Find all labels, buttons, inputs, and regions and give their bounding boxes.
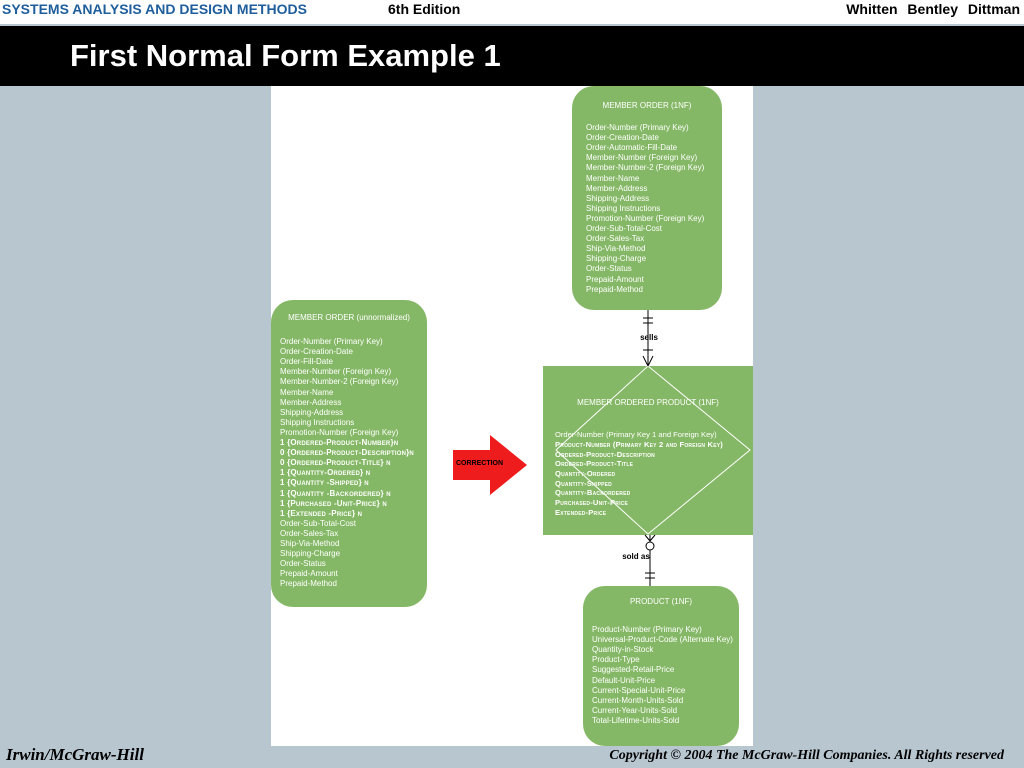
attribute: Prepaid-Amount	[280, 569, 338, 579]
correction-arrow	[453, 435, 527, 495]
repeating-group-attribute: 0 {Ordered-Product-Title} n	[280, 458, 391, 468]
attribute: Extended-Price	[555, 507, 607, 517]
attribute: Order-Sub-Total-Cost	[586, 224, 663, 234]
attribute: Current-Year-Units-Sold	[592, 705, 678, 715]
attribute: Member-Number-2 (Foreign Key)	[280, 377, 399, 387]
attribute-list: Order-Number (Primary Key) Order-Creatio…	[572, 123, 722, 295]
entity-title: MEMBER ORDERED PRODUCT (1NF)	[577, 398, 719, 407]
sells-relationship-line	[642, 310, 654, 367]
attribute-list: Order-Number (Primary Key 1 and Foreign …	[543, 430, 753, 517]
attribute: Shipping Instructions	[280, 417, 355, 427]
attribute: Ship-Via-Method	[586, 244, 646, 254]
attribute: Ship-Via-Method	[280, 538, 340, 548]
attribute-list: Product-Number (Primary Key) Universal-P…	[583, 625, 739, 726]
attribute-list: Order-Number (Primary Key) Order-Creatio…	[271, 337, 427, 589]
attribute: Member-Name	[280, 387, 334, 397]
attribute: Member-Number (Foreign Key)	[586, 153, 698, 163]
relationship-label-sold-as: sold as	[622, 552, 650, 561]
entity-title: PRODUCT (1NF)	[629, 597, 693, 606]
repeating-group-attribute: 1 {Quantity-Ordered} n	[280, 468, 371, 478]
attribute: Shipping-Address	[586, 193, 650, 203]
attribute: Order-Creation-Date	[586, 133, 659, 143]
entity-title: MEMBER ORDER (unnormalized)	[288, 313, 410, 322]
repeating-group-attribute: 1 {Ordered-Product-Number}n	[280, 438, 399, 448]
repeating-group-attribute: 1 {Purchased -Unit-Price} n	[280, 498, 387, 508]
attribute: Order-Sales-Tax	[586, 234, 645, 244]
attribute: Quantity-Ordered	[555, 468, 616, 478]
attribute: Promotion-Number (Foreign Key)	[586, 213, 705, 223]
attribute: Default-Unit-Price	[592, 675, 656, 685]
attribute: Order-Sub-Total-Cost	[280, 518, 357, 528]
repeating-group-attribute: 1 {Extended -Price} n	[280, 508, 363, 518]
attribute: Suggested-Retail-Price	[592, 665, 675, 675]
attribute: Member-Number (Foreign Key)	[280, 367, 392, 377]
attribute: Current-Special-Unit-Price	[592, 685, 686, 695]
attribute: Order-Number (Primary Key 1 and Foreign …	[555, 430, 717, 440]
repeating-group-attribute: 0 {Ordered-Product-Description}n	[280, 448, 414, 458]
repeating-group-attribute: 1 {Quantity -Shipped} n	[280, 478, 369, 488]
entity-title: MEMBER ORDER (1NF)	[602, 101, 692, 110]
attribute: Shipping-Charge	[586, 254, 647, 264]
attribute: Ordered-Product-Title	[555, 459, 634, 469]
entity-member-order-unnormalized: MEMBER ORDER (unnormalized) Order-Number…	[271, 300, 427, 607]
attribute: Current-Month-Units-Sold	[592, 695, 684, 705]
attribute: Member-Name	[586, 173, 640, 183]
attribute: Shipping-Address	[280, 407, 344, 417]
attribute: Prepaid-Method	[586, 284, 643, 294]
authors-label: Whitten Bentley Dittman	[846, 1, 1020, 17]
attribute: Order-Fill-Date	[280, 357, 333, 367]
repeating-group-attribute: 1 {Quantity -Backordered} n	[280, 488, 391, 498]
attribute: Promotion-Number (Foreign Key)	[280, 427, 399, 437]
attribute: Member-Number-2 (Foreign Key)	[586, 163, 705, 173]
entity-member-ordered-product: MEMBER ORDERED PRODUCT (1NF) Order-Numbe…	[543, 366, 753, 535]
relationship-label-sells: sells	[640, 333, 658, 342]
attribute: Product-Number (Primary Key)	[592, 625, 702, 635]
attribute: Shipping Instructions	[586, 203, 661, 213]
sold-as-relationship-line	[644, 534, 656, 586]
attribute: Member-Address	[586, 183, 648, 193]
attribute: Member-Address	[280, 397, 342, 407]
attribute: Universal-Product-Code (Alternate Key)	[592, 635, 733, 645]
attribute: Shipping-Charge	[280, 549, 341, 559]
entity-member-order-1nf: MEMBER ORDER (1NF) Order-Number (Primary…	[572, 86, 722, 310]
attribute: Order-Sales-Tax	[280, 528, 339, 538]
publisher-label: Irwin/McGraw-Hill	[6, 745, 144, 764]
attribute: Prepaid-Method	[280, 579, 337, 589]
header-bar: SYSTEMS ANALYSIS AND DESIGN METHODS 6th …	[0, 0, 1024, 24]
attribute: Order-Creation-Date	[280, 347, 353, 357]
attribute: Product-Number (Primary Key 2 and Foreig…	[555, 439, 724, 449]
attribute: Product-Type	[592, 655, 640, 665]
copyright-label: Copyright © 2004 The McGraw-Hill Compani…	[609, 748, 1004, 763]
edition-label: 6th Edition	[388, 1, 461, 17]
attribute: Quantity-Backordered	[555, 488, 631, 498]
attribute: Order-Automatic-Fill-Date	[586, 143, 678, 153]
associative-diamond	[555, 365, 751, 535]
attribute: Order-Number (Primary Key)	[280, 337, 383, 347]
attribute: Purchased-Unit-Price	[555, 498, 629, 508]
book-title: SYSTEMS ANALYSIS AND DESIGN METHODS	[2, 1, 307, 17]
correction-label: CORRECTION	[456, 460, 504, 467]
attribute: Total-Lifetime-Units-Sold	[592, 715, 680, 725]
attribute: Order-Status	[280, 559, 326, 569]
attribute: Ordered-Product-Description	[555, 449, 655, 459]
attribute: Quantity-Shipped	[555, 478, 612, 488]
title-bar	[0, 26, 1024, 86]
entity-product-1nf: PRODUCT (1NF) Product-Number (Primary Ke…	[583, 586, 739, 746]
attribute: Prepaid-Amount	[586, 274, 644, 284]
slide-title: First Normal Form Example 1	[70, 38, 501, 73]
attribute: Quantity-in-Stock	[592, 645, 654, 655]
attribute: Order-Number (Primary Key)	[586, 123, 689, 133]
attribute: Order-Status	[586, 264, 632, 274]
